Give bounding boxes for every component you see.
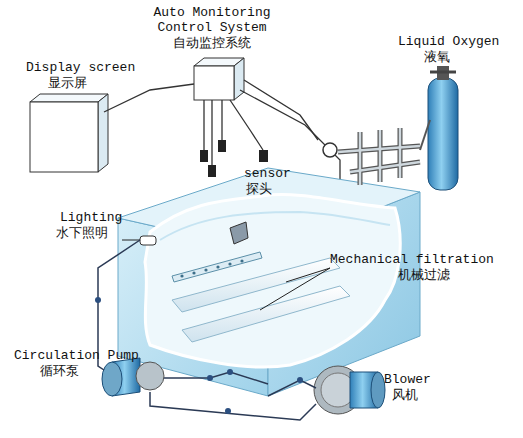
label-text: Liquid Oxygen [398, 34, 499, 49]
fish-tank [118, 168, 420, 396]
label-text: 探头 [246, 182, 272, 197]
underwater-light [140, 222, 248, 245]
liquid-oxygen [323, 66, 458, 190]
label-text: 风机 [392, 388, 418, 403]
label-text: 机械过滤 [398, 268, 450, 283]
control-box [194, 58, 244, 100]
leader-lines [122, 240, 330, 310]
display-screen [30, 94, 108, 172]
label-text: 循环泵 [40, 364, 79, 379]
label-text: 液氧 [424, 50, 450, 65]
blower [314, 366, 385, 414]
filtration-tubes [172, 252, 350, 342]
label-text: 水下照明 [56, 226, 108, 241]
label-text: Blower [384, 372, 431, 387]
circulation-pump [102, 358, 164, 396]
label-text: sensor [244, 166, 291, 181]
label-text: 显示屏 [48, 76, 87, 91]
label-text: Auto Monitoring Control System [146, 5, 278, 35]
label-text: Mechanical filtration [330, 252, 494, 267]
label-text: Display screen [26, 60, 135, 75]
pipes [98, 240, 316, 420]
label-text: Lighting [60, 210, 122, 225]
label-text: 自动监控系统 [150, 36, 274, 51]
label-text: Circulation Pump [14, 348, 139, 363]
